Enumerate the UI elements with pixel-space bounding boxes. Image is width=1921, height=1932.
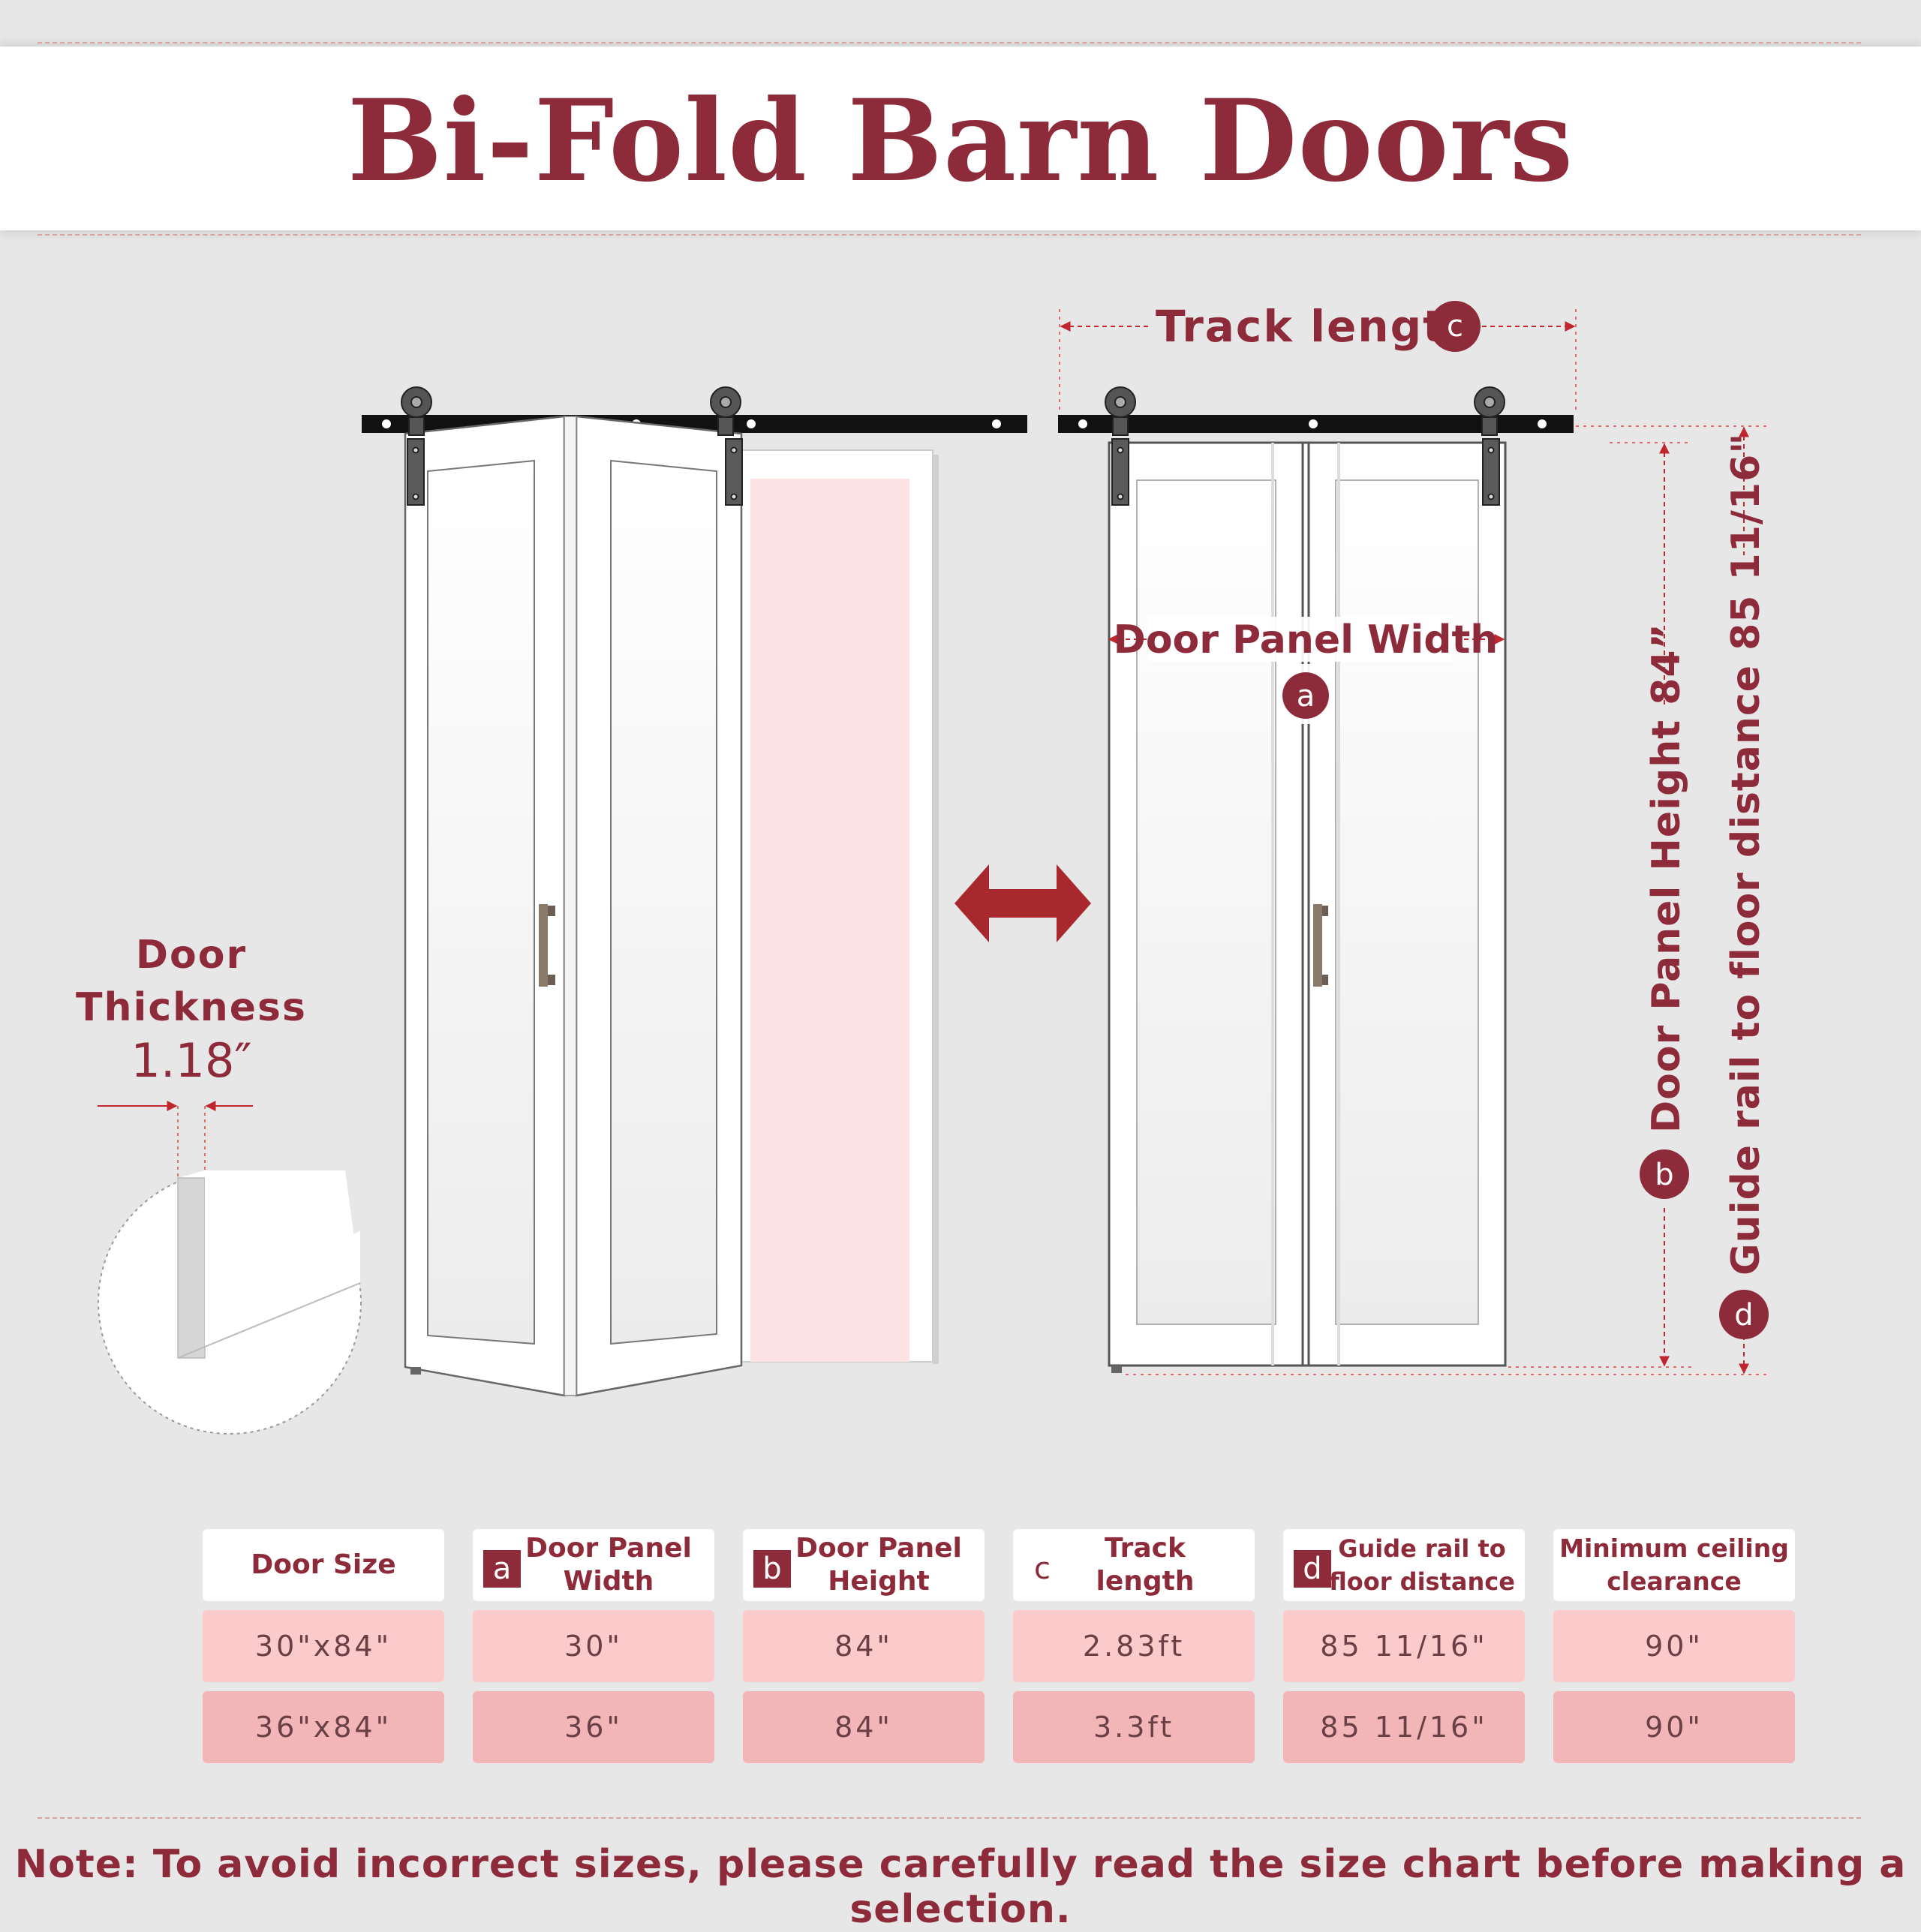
header-label: Door Size [251, 1549, 396, 1580]
table-cell: 84" [743, 1610, 985, 1682]
table-cell: 90" [1553, 1691, 1795, 1763]
header-guide-rail: d Guide rail to floor distance [1283, 1529, 1525, 1601]
table-cell: 85 11/16" [1283, 1691, 1525, 1763]
header-label: Height [828, 1566, 930, 1597]
door-thickness-detail: Door Thickness 1.18″ [76, 933, 362, 1435]
table-cell: 90" [1553, 1610, 1795, 1682]
table-cell: 30"x84" [203, 1610, 444, 1682]
badge-b-label: b [1655, 1158, 1673, 1192]
badge-d-label: d [1734, 1298, 1753, 1333]
table-cell: 36"x84" [203, 1691, 444, 1763]
door-panel-height-label: Door Panel Height 84” [1644, 623, 1689, 1133]
hanger-roller [1105, 386, 1136, 506]
door-diagram: Door Panel Width a Track length c Door P… [76, 301, 1769, 1435]
double-arrow-icon [954, 864, 1091, 942]
header-label: Track [1105, 1533, 1186, 1564]
height-dimensions: Door Panel Height 84” b Guide rail to fl… [1126, 425, 1769, 1375]
header-label: Door Panel [795, 1533, 962, 1564]
hanger-roller [401, 386, 432, 506]
table-cell: 2.83ft [1013, 1610, 1255, 1682]
header-label: clearance [1607, 1567, 1742, 1596]
header-label: floor distance [1329, 1567, 1515, 1596]
badge-d-icon: d [1294, 1550, 1331, 1588]
badge-a-icon [1282, 672, 1329, 719]
header-door-size: Door Size [203, 1529, 444, 1601]
track-length-label: Track length [1156, 301, 1478, 352]
door-thickness-value: 1.18″ [131, 1033, 251, 1088]
folded-door-illustration [362, 386, 1027, 1397]
badge-a-label: a [1297, 679, 1315, 714]
table-cell: 30" [473, 1610, 714, 1682]
track-length-dimension: Track length c [1059, 301, 1577, 411]
table-cell: 3.3ft [1013, 1691, 1255, 1763]
badge-d-icon [1719, 1290, 1769, 1339]
header-min-ceiling: Minimum ceiling clearance [1553, 1529, 1795, 1601]
title-banner [0, 47, 1921, 230]
hanger-roller [1474, 386, 1505, 506]
header-label: Minimum ceiling [1559, 1534, 1789, 1563]
badge-a-icon: a [483, 1550, 521, 1588]
header-label: Width [563, 1566, 654, 1597]
table-cell: 84" [743, 1691, 985, 1763]
badge-c-icon [1429, 301, 1481, 352]
divider [38, 234, 1861, 236]
divider [38, 42, 1861, 44]
closed-door-illustration: Door Panel Width a [1058, 386, 1574, 1373]
door-thickness-line1: Door [136, 933, 247, 978]
note-text: Note: To avoid incorrect sizes, please c… [14, 1842, 1907, 1932]
divider [38, 1817, 1861, 1819]
door-panel-width-label: Door Panel Width [1114, 617, 1499, 663]
badge-c-label: c [1447, 309, 1463, 344]
badge-b-icon: b [753, 1550, 791, 1588]
badge-c-icon: c [1034, 1552, 1051, 1586]
badge-b-icon [1640, 1149, 1689, 1199]
door-handle [1313, 904, 1328, 987]
header-label: Door Panel [525, 1533, 692, 1564]
table-cell: 36" [473, 1691, 714, 1763]
page-title: Bi-Fold Barn Doors [347, 75, 1574, 207]
guide-rail-label: Guide rail to floor distance 85 11/16" [1724, 433, 1769, 1275]
header-label: Guide rail to [1338, 1534, 1506, 1563]
hanger-roller [710, 386, 743, 506]
door-thickness-line2: Thickness [76, 985, 307, 1030]
table-cell: 85 11/16" [1283, 1610, 1525, 1682]
door-handle [539, 904, 555, 987]
header-label: length [1096, 1566, 1195, 1597]
